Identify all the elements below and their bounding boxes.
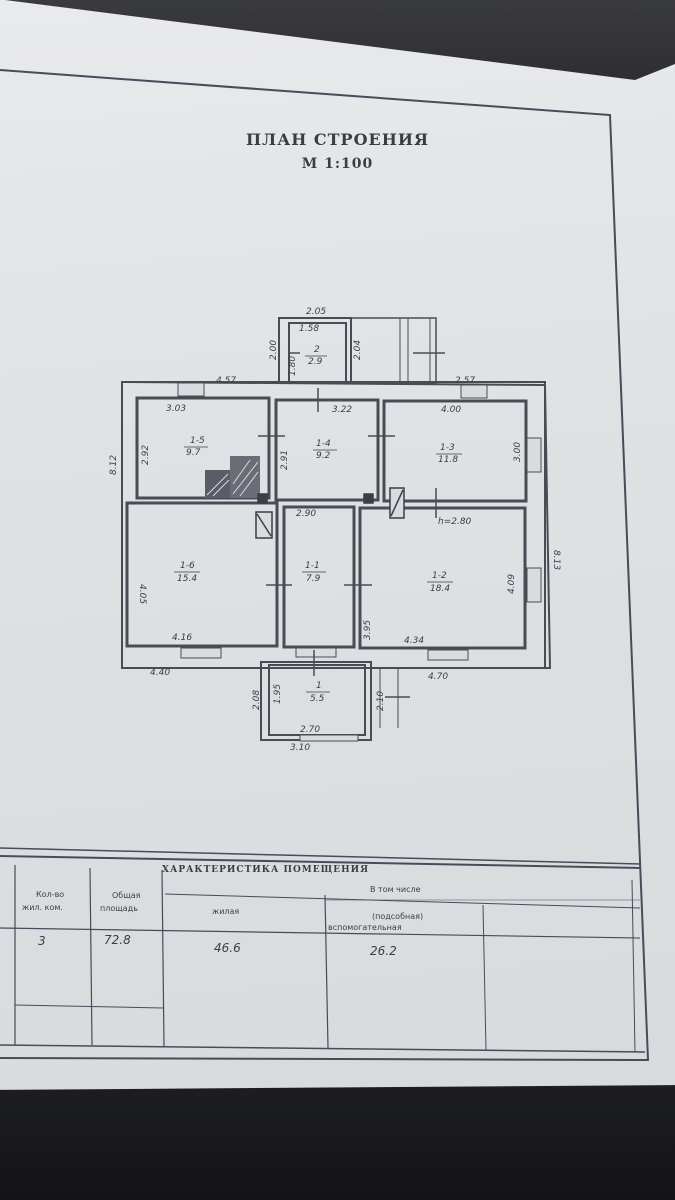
dim-813: 8.13 xyxy=(551,550,561,570)
room-id: 1-5 xyxy=(190,436,205,446)
dim-195: 1.95 xyxy=(273,684,283,704)
col-living-header: жилая xyxy=(212,907,239,916)
dim-291: 2.91 xyxy=(280,450,290,470)
room-id: 1 xyxy=(316,681,322,691)
dim-409: 4.09 xyxy=(507,574,517,594)
room-area: 15.4 xyxy=(177,574,197,584)
dim-405: 4.05 xyxy=(137,584,147,604)
plan-scale: М 1:100 xyxy=(301,156,374,172)
dim-292: 2.92 xyxy=(141,445,151,465)
dim-270: 2.70 xyxy=(300,725,320,735)
col-aux-header-2: вспомогательная xyxy=(328,923,402,932)
plan-title: ПЛАН СТРОЕНИЯ xyxy=(245,130,430,149)
dim-303: 3.03 xyxy=(166,404,186,414)
sheet-frame xyxy=(0,69,650,1062)
dim-290: 2.90 xyxy=(296,509,316,519)
col-rooms-header-2: жил. ком. xyxy=(22,903,63,912)
dim-257: 2.57 xyxy=(455,376,475,386)
dim-204: 2.04 xyxy=(353,340,363,360)
room-id: 1-3 xyxy=(440,443,455,453)
stove-symbols xyxy=(255,487,405,539)
dim-440: 4.40 xyxy=(150,668,170,678)
value-living-rooms: 3 xyxy=(38,934,46,948)
dim-205: 2.05 xyxy=(306,307,326,317)
paper-sheet xyxy=(0,0,675,1090)
dimension-labels: 2.05 1.58 2.00 1.80 2.04 4.57 2.57 3.03 … xyxy=(109,307,561,753)
dim-200: 2.00 xyxy=(269,340,279,360)
col-area-header-2: площадь xyxy=(100,904,138,913)
room-id: 2 xyxy=(314,345,320,355)
room-area: 5.5 xyxy=(310,694,325,704)
dim-416: 4.16 xyxy=(172,633,192,643)
room-area: 11.8 xyxy=(438,455,458,465)
stair-hatch xyxy=(205,456,260,498)
door-marks xyxy=(258,352,445,698)
dim-812: 8.12 xyxy=(109,455,119,475)
in-total-header: В том числе xyxy=(370,885,421,894)
col-rooms-header-1: Кол-во xyxy=(36,890,64,899)
table-title: ХАРАКТЕРИСТИКА ПОМЕЩЕНИЯ xyxy=(162,865,369,875)
dim-395: 3.95 xyxy=(363,620,373,640)
room-id: 1-6 xyxy=(180,561,195,571)
dim-457: 4.57 xyxy=(216,376,236,386)
col-area-header-1: Общая xyxy=(112,891,141,900)
room-id: 1-4 xyxy=(316,439,331,449)
room-area: 9.7 xyxy=(186,448,201,458)
room-labels: 1-5 9.7 1-4 9.2 1-3 11.8 1-6 15.4 1-1 7.… xyxy=(174,345,462,704)
dim-470: 4.70 xyxy=(428,672,448,682)
value-living-area: 46.6 xyxy=(214,941,241,955)
dim-300: 3.00 xyxy=(513,442,523,462)
room-area: 2.9 xyxy=(308,357,323,367)
value-total-area: 72.8 xyxy=(104,933,131,947)
room-area: 9.2 xyxy=(316,451,331,461)
col-aux-header-1: (подсобная) xyxy=(372,912,423,921)
room-area: 18.4 xyxy=(430,584,450,594)
dim-h280: h=2.80 xyxy=(438,517,472,527)
dim-434: 4.34 xyxy=(404,636,424,646)
building-walls xyxy=(121,317,552,741)
windows xyxy=(177,382,542,742)
dim-400: 4.00 xyxy=(441,405,461,415)
dim-322: 3.22 xyxy=(332,405,352,415)
value-aux-area: 26.2 xyxy=(370,944,397,958)
room-id: 1-2 xyxy=(432,571,447,581)
dim-210: 2.10 xyxy=(376,691,386,711)
desk-background-bottom xyxy=(0,1080,675,1200)
room-area: 7.9 xyxy=(306,574,321,584)
characteristics-table xyxy=(0,847,646,1053)
room-id: 1-1 xyxy=(305,561,320,571)
table-text: ХАРАКТЕРИСТИКА ПОМЕЩЕНИЯ Кол-во жил. ком… xyxy=(22,865,423,958)
dim-180: 1.80 xyxy=(288,356,298,376)
dim-158: 1.58 xyxy=(299,324,319,334)
dim-208: 2.08 xyxy=(252,690,262,710)
dim-310: 3.10 xyxy=(290,743,310,753)
